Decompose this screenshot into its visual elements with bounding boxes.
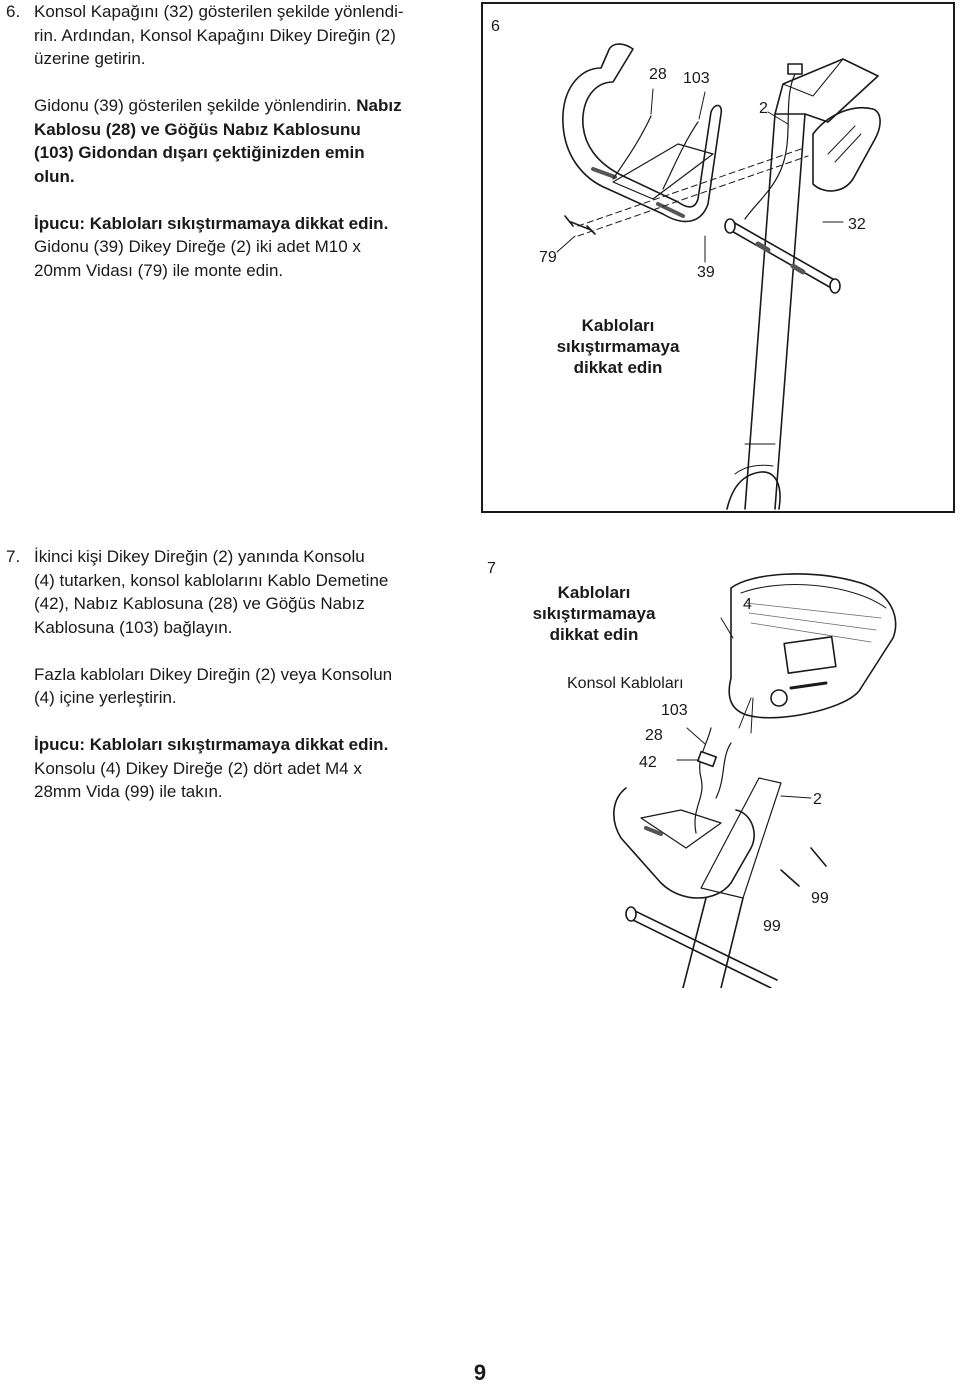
figure-7-number: 7 bbox=[487, 560, 496, 577]
label-39: 39 bbox=[697, 264, 715, 281]
figure-6-number: 6 bbox=[491, 18, 500, 35]
step-7-instructions: 7. İkinci kişi Dikey Direğin (2) yanında … bbox=[6, 545, 446, 804]
step-7-tip: İpucu: Kabloları sıkıştırmamaya dikkat e… bbox=[34, 735, 389, 754]
figure-6-warning-line2: sıkıştırmamaya bbox=[556, 337, 680, 356]
step-7-para1-line1: İkinci kişi Dikey Direğin (2) yanında Ko… bbox=[34, 547, 365, 566]
step-7-para2-line1: Fazla kabloları Dikey Direğin (2) veya K… bbox=[34, 664, 393, 684]
label-32: 32 bbox=[848, 216, 866, 233]
crossbar bbox=[727, 221, 839, 290]
crossbar-7 bbox=[628, 909, 778, 988]
step-7-para2-line2: (4) içine yerleştirin. bbox=[34, 688, 177, 707]
label-42: 42 bbox=[639, 754, 657, 771]
figure-7-drawing bbox=[613, 573, 897, 988]
step-6-para1-line2: rin. Ardından, Konsol Kapağını Dikey Dir… bbox=[34, 25, 396, 45]
label-2: 2 bbox=[759, 100, 768, 117]
upright-post bbox=[744, 113, 806, 510]
label-99-right: 99 bbox=[811, 890, 829, 907]
label-2-fig7: 2 bbox=[813, 791, 822, 808]
figure-6: 6 28 103 2 32 79 39 Kabloları sıkıştırma… bbox=[481, 2, 955, 513]
figure-7-warning: Kabloları sıkıştırmamaya dikkat edin bbox=[519, 582, 669, 645]
console-cables-label: Konsol Kabloları bbox=[567, 675, 684, 692]
figure-6-warning-line3: dikkat edin bbox=[573, 358, 663, 377]
figure-7: 7 Kabloları sıkıştırmamaya dikkat edin 4… bbox=[481, 548, 955, 988]
label-28: 28 bbox=[649, 66, 667, 83]
label-28-fig7: 28 bbox=[645, 727, 663, 744]
label-103-fig7: 103 bbox=[661, 702, 688, 719]
label-99-left: 99 bbox=[763, 918, 781, 935]
figure-7-warning-line2: sıkıştırmamaya bbox=[532, 604, 656, 623]
handlebar bbox=[562, 43, 723, 223]
step-6-tip: İpucu: Kabloları sıkıştırmamaya dikkat e… bbox=[34, 213, 389, 233]
figure-7-warning-line1: Kabloları bbox=[557, 583, 631, 602]
step-6-para2-line1: Gidonu (39) gösterilen şekilde yönlendir… bbox=[34, 96, 357, 115]
step-6-para3-line2: 20mm Vidası (79) ile monte edin. bbox=[34, 260, 284, 280]
step-6-para2-line3: (103) Gidondan dışarı çektiğinizden emin bbox=[34, 143, 365, 162]
step-6-number: 6. bbox=[6, 2, 21, 21]
step-6-para1-line1: Konsol Kapağını (32) gösterilen şekilde … bbox=[34, 2, 404, 21]
figure-6-drawing bbox=[556, 43, 881, 510]
label-79: 79 bbox=[539, 249, 557, 266]
handlebar-7 bbox=[613, 787, 755, 899]
figure-7-warning-line3: dikkat edin bbox=[549, 625, 639, 644]
step-6-para2-line2: Kablosu (28) ve Göğüs Nabız Kablosunu bbox=[34, 119, 361, 139]
screw-99 bbox=[780, 847, 827, 887]
upright-post-7 bbox=[682, 897, 744, 988]
pulse-cable-28 bbox=[612, 115, 652, 180]
step-6-para1-line3: üzerine getirin. bbox=[34, 49, 146, 68]
step-6-para3-line1: Gidonu (39) Dikey Direğe (2) iki adet M1… bbox=[34, 237, 361, 256]
label-103: 103 bbox=[683, 70, 710, 87]
bolt-79 bbox=[564, 215, 596, 235]
step-7-para1-line3: (42), Nabız Kablosuna (28) ve Göğüs Nabı… bbox=[34, 594, 365, 613]
chest-pulse-cable-103 bbox=[662, 121, 699, 190]
step-7-para1-line2: (4) tutarken, konsol kablolarını Kablo D… bbox=[34, 570, 389, 590]
step-6-instructions: 6. Konsol Kapağını (32) gösterilen şekild… bbox=[6, 0, 446, 282]
step-7-para3-line2: 28mm Vida (99) ile takın. bbox=[34, 782, 223, 801]
figure-6-warning: Kabloları sıkıştırmamaya dikkat edin bbox=[543, 315, 693, 378]
page-number: 9 bbox=[473, 1360, 487, 1385]
step-6-para2-line4: olun. bbox=[34, 166, 75, 186]
label-4: 4 bbox=[743, 596, 752, 613]
step-7-para3-line1: Konsolu (4) Dikey Direğe (2) dört adet M… bbox=[34, 758, 362, 778]
step-7-number: 7. bbox=[6, 547, 21, 566]
step-6-para2-line1-bold: Nabız bbox=[356, 96, 402, 115]
figure-6-warning-line1: Kabloları bbox=[581, 316, 655, 335]
console-cover bbox=[812, 107, 881, 192]
console bbox=[728, 573, 897, 719]
step-7-para1-line4: Kablosuna (103) bağlayın. bbox=[34, 617, 233, 637]
